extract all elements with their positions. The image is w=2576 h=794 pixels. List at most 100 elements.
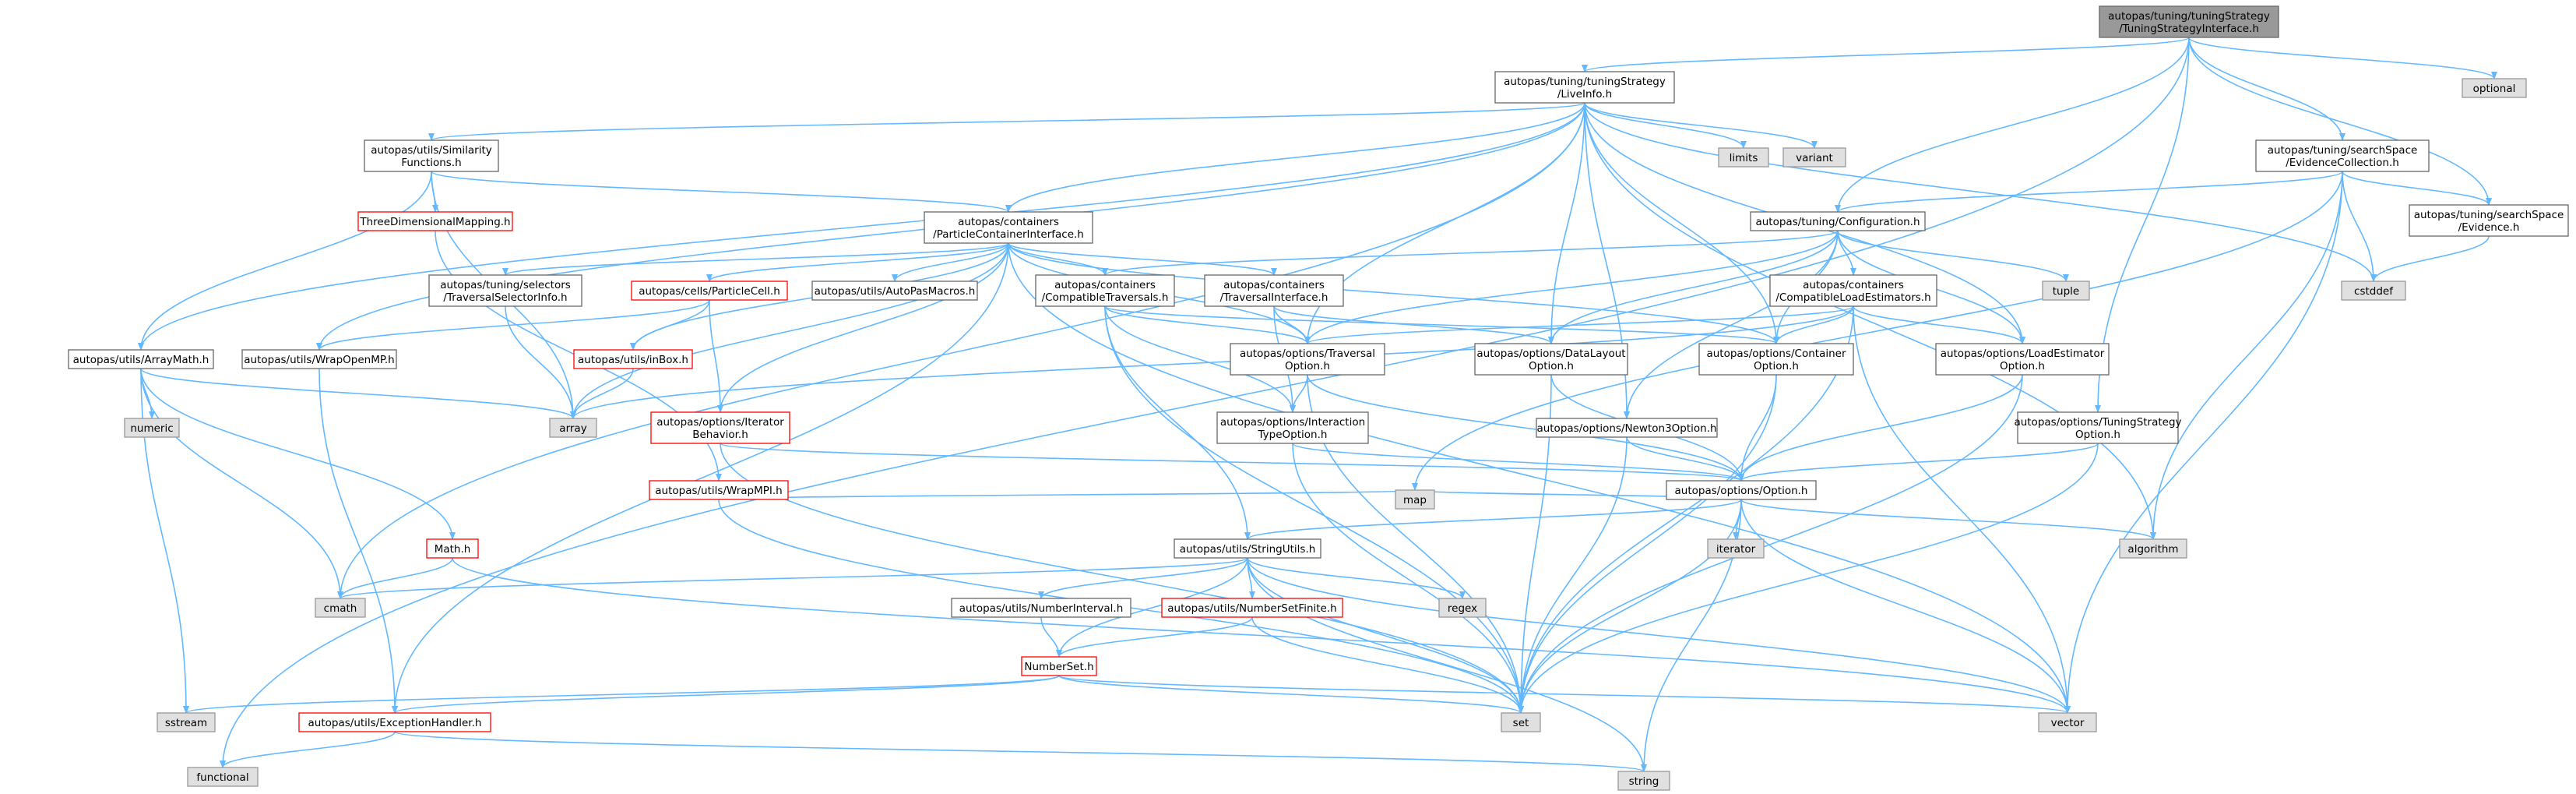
node-box-sstream (157, 712, 216, 732)
node-traversalselector[interactable]: autopas/tuning/selectors/TraversalSelect… (428, 274, 582, 307)
edge-numberset-to-sstream (183, 675, 1060, 714)
node-exceptionhandler[interactable]: autopas/utils/ExceptionHandler.h (298, 712, 491, 732)
node-label-evidencecoll: autopas/tuning/searchSpace (2268, 144, 2418, 157)
edge-travinterface-to-datalayout (1273, 305, 1554, 344)
node-label-set: set (1513, 717, 1529, 729)
node-compattrav[interactable]: autopas/containers/CompatibleTraversals.… (1035, 274, 1175, 307)
node-evidencecoll[interactable]: autopas/tuning/searchSpace/EvidenceColle… (2255, 139, 2430, 172)
node-label-inbox: autopas/utils/inBox.h (578, 354, 688, 366)
node-label-newton3: autopas/options/Newton3Option.h (1536, 422, 1716, 435)
edge-root-to-functional (220, 37, 2190, 768)
node-liveinfo[interactable]: autopas/tuning/tuningStrategy/LiveInfo.h (1494, 71, 1675, 104)
node-threedim[interactable]: ThreeDimensionalMapping.h (357, 211, 513, 231)
node-label-traversalselector: autopas/tuning/selectors (440, 279, 571, 291)
node-box-evidence (2409, 204, 2569, 237)
node-box-wrapmpi (649, 480, 789, 500)
node-set: set (1501, 712, 1541, 732)
node-label-sstream: sstream (165, 717, 207, 729)
node-label-travinterface: /TraversalInterface.h (1220, 291, 1328, 304)
edge-liveinfo-to-similarity (428, 102, 1585, 141)
node-layer: autopas/tuning/tuningStrategy/TuningStra… (68, 5, 2569, 791)
edge-stringutils-to-numberinterval (1038, 557, 1248, 599)
node-label-optional: optional (2473, 83, 2516, 95)
node-wrapopenmp[interactable]: autopas/utils/WrapOpenMP.h (241, 349, 397, 369)
edge-numbersetfinite-to-set (1251, 616, 1524, 714)
node-mathh[interactable]: Math.h (426, 538, 479, 559)
edge-liveinfo-to-arraymath (138, 102, 1585, 351)
node-numberinterval[interactable]: autopas/utils/NumberInterval.h (951, 598, 1131, 618)
edge-evidencecoll-to-cstddef (2342, 171, 2377, 282)
edge-compattrav-to-containeroption (1104, 305, 1779, 344)
edge-liveinfo-to-cstddef (1584, 102, 2377, 282)
edge-particlecontainer-to-particlecell (706, 242, 1009, 282)
node-array: array (549, 418, 597, 438)
node-box-regex (1438, 598, 1487, 618)
edge-liveinfo-to-limits (1584, 102, 1747, 149)
edge-tuningstrategyopt-to-option (1738, 443, 2099, 482)
node-label-root: /TuningStrategyInterface.h (2119, 23, 2259, 35)
node-label-datalayout: Option.h (1529, 360, 1574, 372)
node-limits: limits (1718, 147, 1769, 168)
edge-root-to-configuration (1835, 37, 2190, 213)
node-box-compatload (1769, 274, 1937, 307)
node-compatload[interactable]: autopas/containers/CompatibleLoadEstimat… (1769, 274, 1937, 307)
edge-interactiontype-to-option (1292, 443, 1744, 482)
edge-particlecontainer-to-exceptionhandler (392, 242, 1009, 714)
node-label-numberinterval: autopas/utils/NumberInterval.h (959, 602, 1124, 615)
node-box-traversaloption (1230, 343, 1385, 376)
node-wrapmpi[interactable]: autopas/utils/WrapMPI.h (649, 480, 789, 500)
node-box-exceptionhandler (298, 712, 491, 732)
node-label-particlecell: autopas/cells/ParticleCell.h (639, 285, 780, 298)
node-box-cstddef (2341, 281, 2406, 301)
node-label-containeroption: Option.h (1754, 360, 1799, 372)
edge-wrapopenmp-to-exceptionhandler (318, 368, 398, 714)
node-root[interactable]: autopas/tuning/tuningStrategy/TuningStra… (2099, 5, 2279, 38)
node-option[interactable]: autopas/options/Option.h (1666, 480, 1817, 500)
edge-root-to-optional (2188, 37, 2497, 79)
node-arraymath[interactable]: autopas/utils/ArrayMath.h (68, 349, 214, 369)
node-particlecell[interactable]: autopas/cells/ParticleCell.h (631, 281, 788, 301)
edge-particlecell-to-inbox (630, 299, 710, 351)
node-newton3[interactable]: autopas/options/Newton3Option.h (1536, 418, 1718, 438)
node-autopasmacros[interactable]: autopas/utils/AutoPasMacros.h (811, 281, 978, 301)
node-label-configuration: autopas/tuning/Configuration.h (1755, 216, 1920, 228)
edge-option-to-vector (1740, 499, 2071, 714)
node-sstream: sstream (157, 712, 216, 732)
node-particlecontainer[interactable]: autopas/containers/ParticleContainerInte… (924, 211, 1093, 244)
node-travinterface[interactable]: autopas/containers/TraversalInterface.h (1204, 274, 1344, 307)
node-box-optional (2462, 78, 2527, 98)
node-box-set (1501, 712, 1541, 732)
node-label-exceptionhandler: autopas/utils/ExceptionHandler.h (308, 717, 482, 729)
edge-containeroption-to-set (1518, 374, 1777, 714)
node-label-algorithm: algorithm (2127, 543, 2178, 556)
node-numbersetfinite[interactable]: autopas/utils/NumberSetFinite.h (1161, 598, 1343, 618)
node-functional: functional (187, 767, 259, 787)
edge-loadestimator-to-option (1738, 374, 2023, 482)
node-box-containeroption (1698, 343, 1854, 376)
edge-numberset-to-exceptionhandler (392, 675, 1060, 714)
edge-travinterface-to-traversaloption (1273, 305, 1311, 344)
node-label-compattrav: autopas/containers (1054, 279, 1156, 291)
edge-stringutils-to-regex (1247, 557, 1466, 599)
edge-liveinfo-to-algorithm (1584, 102, 2156, 540)
node-box-loadestimator (1935, 343, 2110, 376)
edge-mathh-to-vector (452, 557, 2071, 714)
node-inbox[interactable]: autopas/utils/inBox.h (573, 349, 693, 369)
node-configuration[interactable]: autopas/tuning/Configuration.h (1750, 211, 1926, 231)
node-stringutils[interactable]: autopas/utils/StringUtils.h (1174, 538, 1321, 559)
node-label-liveinfo: /LiveInfo.h (1557, 88, 1612, 101)
node-numberset[interactable]: NumberSet.h (1021, 656, 1097, 676)
node-box-option (1666, 480, 1817, 500)
node-evidence[interactable]: autopas/tuning/searchSpace/Evidence.h (2409, 204, 2569, 237)
node-box-numberset (1021, 656, 1097, 676)
edge-stringutils-to-vector (1247, 557, 2071, 714)
